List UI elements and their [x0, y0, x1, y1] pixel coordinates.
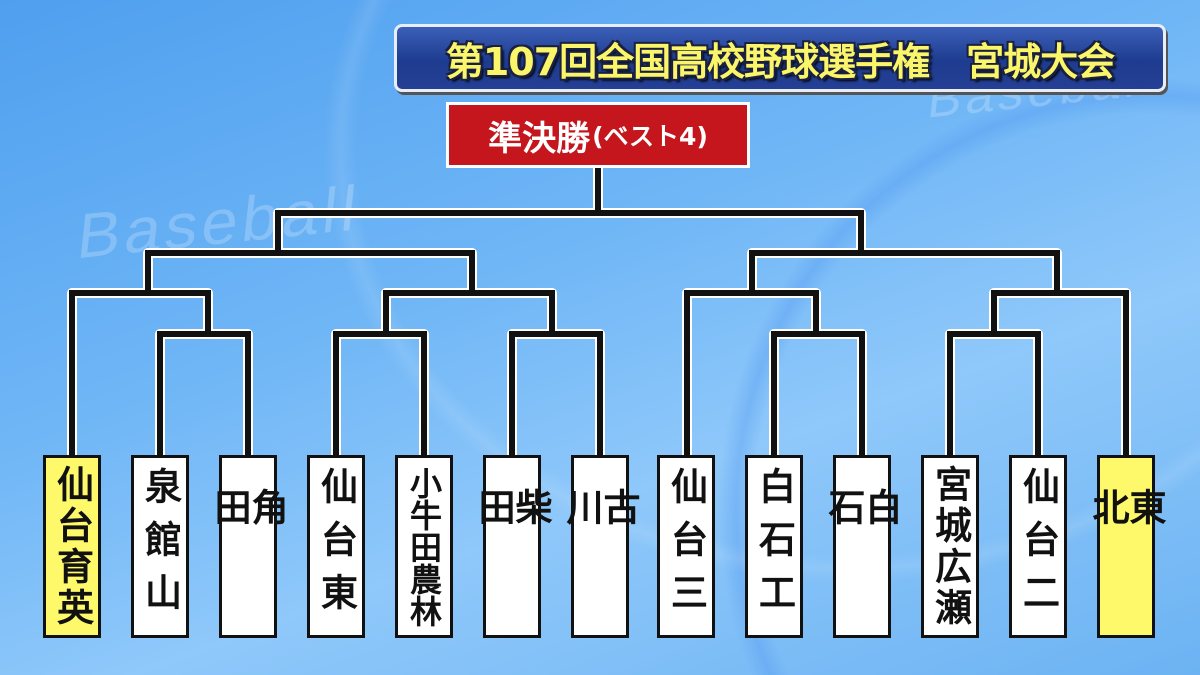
bracket-line: [507, 329, 605, 455]
round-label: 準決勝 (ベスト4): [446, 102, 750, 168]
team-box: 白石工: [745, 455, 803, 638]
round-name: 準決勝: [488, 118, 591, 159]
team-box: 柴田: [472, 455, 552, 638]
bracket-line: [771, 331, 865, 455]
team-box: 仙台二: [1009, 455, 1067, 638]
bracket-line: [509, 331, 603, 455]
bracket-line: [145, 250, 475, 293]
team-name: 柴田: [472, 488, 552, 575]
tournament-title: 第107回全国高校野球選手権 宮城大会: [445, 39, 1115, 84]
team-name: 仙台三: [664, 467, 708, 626]
team-box: 角田: [208, 455, 288, 638]
bracket-line: [155, 329, 253, 455]
bracket-line: [157, 331, 251, 455]
bracket-line: [333, 331, 427, 455]
bracket-line: [331, 329, 429, 455]
team-box: 古川: [560, 455, 640, 638]
team-box: 仙台三: [657, 455, 715, 638]
bracket-line: [381, 288, 557, 334]
team-box: 泉館山: [131, 455, 189, 638]
team-box: 仙台育英: [43, 455, 101, 638]
bracket-line: [945, 329, 1043, 455]
bracket-line: [383, 290, 555, 334]
team-name: 古川: [560, 488, 640, 575]
title-banner: 第107回全国高校野球選手権 宮城大会: [394, 24, 1166, 92]
team-name: 仙台東: [314, 467, 358, 626]
bracket-line: [747, 248, 1062, 293]
bracket-line: [273, 208, 866, 253]
team-box: 白石: [822, 455, 902, 638]
team-name: 仙台二: [1016, 467, 1060, 626]
bracket-line: [684, 290, 819, 455]
team-name: 宮城広瀬: [928, 464, 972, 629]
team-name: 泉館山: [138, 467, 182, 626]
team-name: 小牛田農林: [405, 466, 443, 627]
team-box: 東北: [1086, 455, 1166, 638]
round-subtitle: (ベスト4): [592, 122, 708, 151]
team-name: 東北: [1086, 488, 1166, 575]
bracket-line: [67, 288, 213, 455]
team-name: 角田: [208, 488, 288, 575]
bracket-line: [749, 250, 1060, 293]
bracket-line: [989, 288, 1131, 455]
team-name: 白石: [822, 488, 902, 575]
bracket-line: [682, 288, 821, 455]
bracket-line: [991, 290, 1129, 455]
bracket-line: [69, 290, 211, 455]
team-box: 小牛田農林: [395, 455, 453, 638]
bracket-line: [947, 331, 1041, 455]
team-box: 宮城広瀬: [921, 455, 979, 638]
bracket-line: [769, 329, 867, 455]
team-box: 仙台東: [307, 455, 365, 638]
bracket-line: [275, 210, 864, 253]
team-name: 白石工: [752, 467, 796, 626]
bracket-line: [143, 248, 477, 293]
team-name: 仙台育英: [50, 464, 94, 629]
